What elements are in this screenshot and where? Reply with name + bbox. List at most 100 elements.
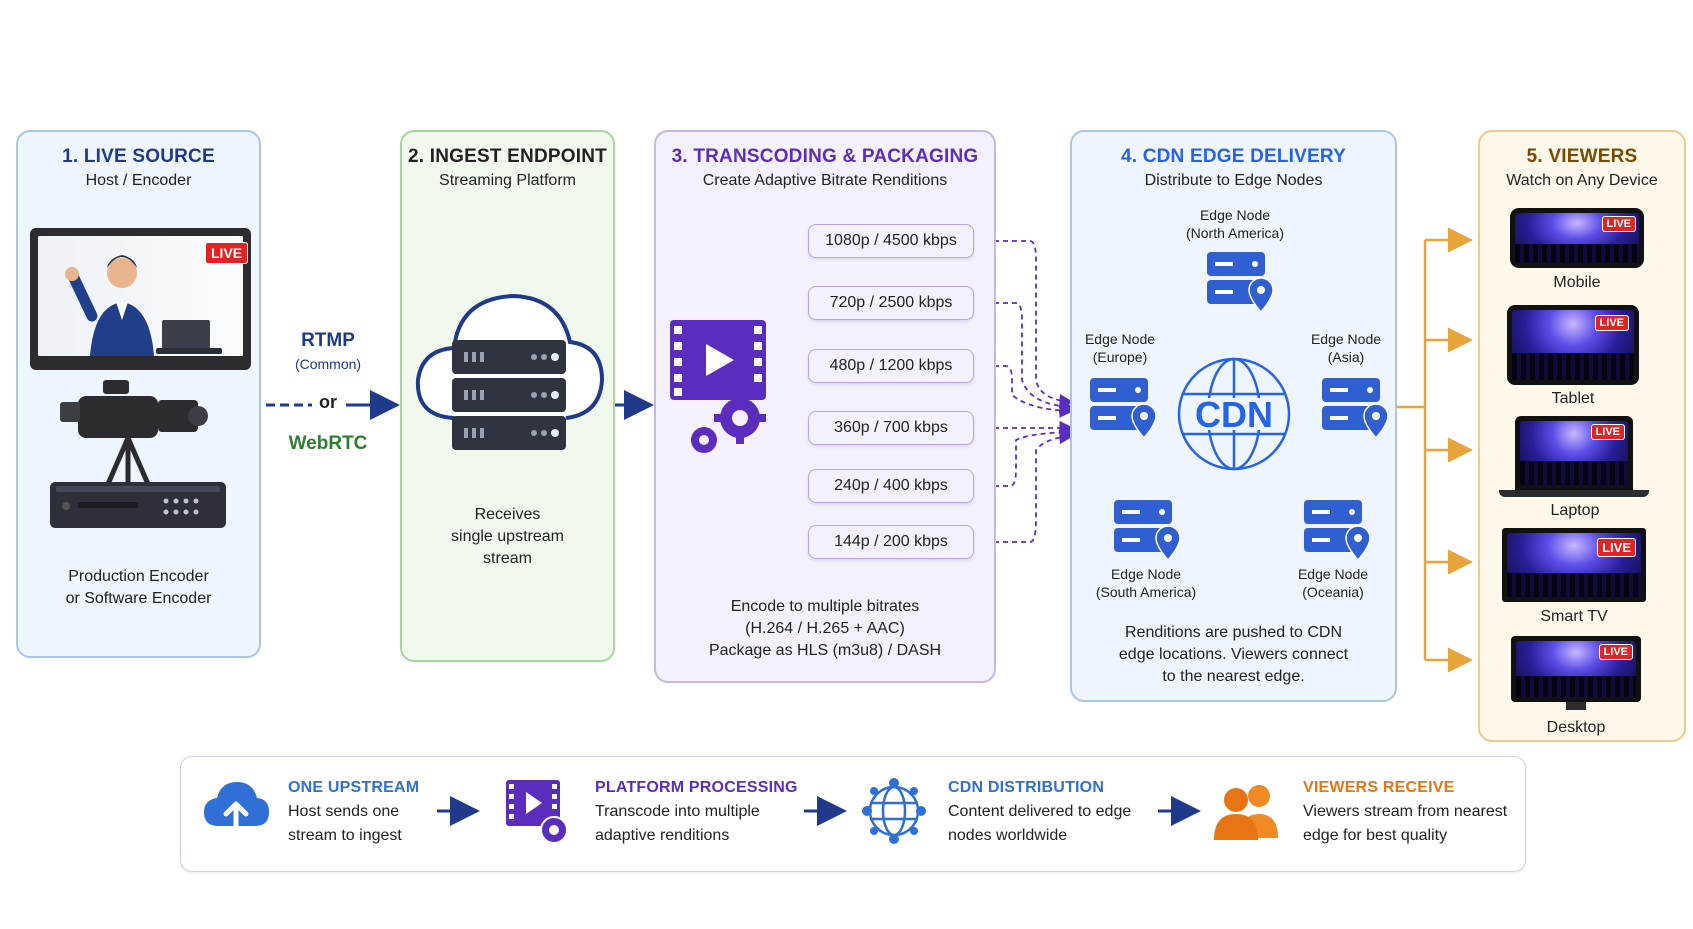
smart-tv-device-icon: LIVE	[1502, 528, 1646, 602]
source-caption: Production Encoder or Software Encoder	[18, 566, 259, 610]
device-label-tablet: Tablet	[1551, 390, 1595, 407]
live-badge: LIVE	[1594, 315, 1629, 331]
live-source-panel: 1. LIVE SOURCE Host / Encoder LIVE	[16, 130, 261, 658]
video-gear-icon	[670, 320, 766, 453]
rtmp-note: (Common)	[294, 356, 362, 372]
transcode-caption-line: Encode to multiple bitrates	[730, 598, 920, 615]
rendition-pill: 480p / 1200 kbps	[808, 349, 974, 383]
cloud-upload-icon	[204, 782, 269, 839]
summary-title: VIEWERS RECEIVE	[1303, 779, 1455, 796]
rendition-pill: 360p / 700 kbps	[808, 411, 974, 445]
edge-node-region: (Asia)	[1327, 349, 1365, 365]
cdn-subtitle: Distribute to Edge Nodes	[1144, 172, 1323, 189]
device-label-smart-tv: Smart TV	[1540, 608, 1608, 625]
cdn-caption: Renditions are pushed to CDN edge locati…	[1072, 622, 1395, 688]
edge-node-name: Edge Node	[1310, 331, 1382, 347]
rendition-pill: 1080p / 4500 kbps	[808, 224, 974, 258]
live-source-subtitle: Host / Encoder	[85, 172, 192, 189]
ingest-subtitle: Streaming Platform	[439, 172, 576, 189]
live-badge: LIVE	[1601, 216, 1636, 232]
transcode-title: 3. TRANSCODING & PACKAGING	[671, 146, 979, 167]
ingest-caption-line: single upstream	[451, 528, 564, 545]
edge-node-region: (Oceania)	[1302, 584, 1364, 600]
summary-desc-line: Transcode into multiple	[595, 803, 760, 820]
edge-server-icon	[1322, 378, 1389, 440]
source-caption-line: Production Encoder	[68, 568, 209, 585]
cdn-caption-line: Renditions are pushed to CDN	[1124, 624, 1342, 641]
transcode-subtitle: Create Adaptive Bitrate Renditions	[702, 172, 948, 189]
laptop-base	[1499, 490, 1649, 497]
edge-node-name: Edge Node	[1084, 331, 1156, 347]
summary-desc-line: edge for best quality	[1303, 827, 1448, 844]
mobile-device-icon: LIVE	[1510, 208, 1644, 268]
desktop-stand	[1566, 702, 1586, 710]
device-label-laptop: Laptop	[1550, 502, 1600, 519]
cdn-caption-line: to the nearest edge.	[1162, 668, 1305, 685]
edge-node-name: Edge Node	[1297, 566, 1369, 582]
summary-desc-line: Host sends one	[288, 803, 400, 820]
edge-server-icon	[1090, 378, 1157, 440]
edge-node-region: (Europe)	[1092, 349, 1148, 365]
transcode-caption-line: (H.264 / H.265 + AAC)	[745, 620, 905, 637]
edge-node-region: (South America)	[1095, 584, 1197, 600]
summary-desc-line: stream to ingest	[288, 827, 402, 844]
rtmp-label: RTMP	[301, 330, 355, 351]
transcode-caption: Encode to multiple bitrates (H.264 / H.2…	[656, 596, 994, 662]
device-label-mobile: Mobile	[1553, 274, 1601, 291]
cdn-caption-line: edge locations. Viewers connect	[1118, 646, 1349, 663]
summary-desc-line: Viewers stream from nearest	[1303, 803, 1508, 820]
summary-title: CDN DISTRIBUTION	[948, 779, 1105, 796]
viewers-title: 5. VIEWERS	[1526, 146, 1638, 167]
users-icon	[1214, 785, 1278, 840]
live-source-title: 1. LIVE SOURCE	[62, 146, 215, 167]
summary-desc: Content delivered to edge nodes worldwid…	[948, 800, 1131, 848]
summary-desc-line: Content delivered to edge	[948, 803, 1132, 820]
or-label: or	[319, 392, 337, 412]
ingest-title: 2. INGEST ENDPOINT	[408, 146, 607, 167]
summary-desc: Transcode into multiple adaptive renditi…	[595, 800, 760, 848]
globe-network-icon	[862, 778, 926, 844]
webrtc-label: WebRTC	[288, 433, 368, 454]
viewers-subtitle: Watch on Any Device	[1506, 172, 1658, 189]
transcode-caption-line: Package as HLS (m3u8) / DASH	[708, 642, 942, 659]
rendition-pill: 144p / 200 kbps	[808, 525, 974, 559]
edge-node-name: Edge Node	[1110, 566, 1182, 582]
summary-bar	[180, 756, 1526, 872]
ingest-caption-line: Receives	[474, 506, 541, 523]
ingest-panel: 2. INGEST ENDPOINT Streaming Platform Re…	[400, 130, 615, 662]
ingest-caption: Receives single upstream stream	[402, 504, 613, 570]
cdn-globe-icon	[1177, 357, 1291, 471]
cloud-server-icon	[415, 293, 604, 450]
desktop-device-icon: LIVE	[1511, 636, 1641, 702]
edge-server-icon	[1114, 500, 1181, 562]
edge-node-region: (North America)	[1185, 225, 1285, 241]
summary-desc-line: adaptive renditions	[595, 827, 730, 844]
laptop-device-icon: LIVE	[1515, 416, 1633, 490]
summary-title: ONE UPSTREAM	[288, 779, 420, 796]
live-badge: LIVE	[1598, 644, 1633, 660]
edge-node-label-south-america: Edge Node (South America)	[1076, 565, 1216, 601]
live-badge: LIVE	[205, 242, 249, 264]
summary-desc: Viewers stream from nearest edge for bes…	[1303, 800, 1507, 848]
rendition-pill: 240p / 400 kbps	[808, 469, 974, 503]
edge-server-icon	[1207, 252, 1274, 314]
video-gear-icon	[506, 780, 568, 844]
host-monitor-icon: LIVE	[30, 228, 251, 370]
live-badge: LIVE	[1597, 538, 1636, 557]
edge-node-label-asia: Edge Node (Asia)	[1298, 330, 1394, 366]
rendition-pill: 720p / 2500 kbps	[808, 286, 974, 320]
summary-title: PLATFORM PROCESSING	[595, 779, 798, 796]
edge-node-label-europe: Edge Node (Europe)	[1072, 330, 1168, 366]
camera-encoder-icon	[50, 380, 226, 528]
source-caption-line: or Software Encoder	[65, 590, 212, 607]
edge-node-label-north-america: Edge Node (North America)	[1160, 206, 1310, 242]
device-label-desktop: Desktop	[1546, 719, 1606, 736]
summary-desc: Host sends one stream to ingest	[288, 800, 402, 848]
transcode-panel: 3. TRANSCODING & PACKAGING Create Adapti…	[654, 130, 996, 683]
live-badge: LIVE	[1590, 424, 1625, 440]
ingest-caption-line: stream	[483, 550, 532, 567]
cdn-title: 4. CDN EDGE DELIVERY	[1120, 146, 1346, 167]
summary-desc-line: nodes worldwide	[948, 827, 1068, 844]
edge-node-name: Edge Node	[1199, 207, 1271, 223]
